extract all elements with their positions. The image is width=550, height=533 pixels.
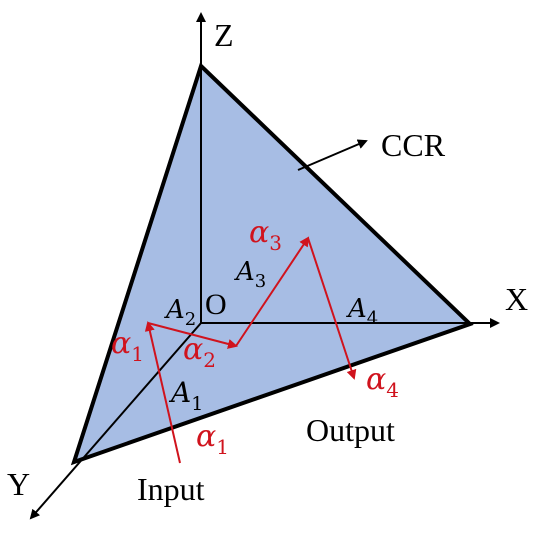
ccr-label: CCR xyxy=(381,127,446,163)
y-axis-label: Y xyxy=(7,466,30,502)
ccr-face xyxy=(70,62,474,466)
ray-a2-to-bottom xyxy=(147,322,238,349)
origin-label: O xyxy=(205,288,227,321)
ray-bottom-to-a3 xyxy=(235,236,310,347)
light-path xyxy=(144,236,357,464)
alpha2-label: α2 xyxy=(183,332,216,372)
alpha1-input-label: α1 xyxy=(196,419,229,459)
point-a1-label: A1 xyxy=(168,376,203,415)
z-axis-label: Z xyxy=(214,17,234,53)
input-label: Input xyxy=(137,471,205,507)
x-axis-label: X xyxy=(505,281,528,317)
ccr-pointer-arrow xyxy=(297,139,368,171)
alpha1-label: α1 xyxy=(111,326,144,366)
point-a4-label: A4 xyxy=(346,294,378,329)
ray-output xyxy=(307,237,357,380)
point-a3-label: A3 xyxy=(234,257,266,292)
alpha4-label: α4 xyxy=(366,362,399,402)
alpha3-label: α3 xyxy=(249,215,282,255)
y-axis xyxy=(29,322,202,520)
point-a2-label: A2 xyxy=(164,295,196,330)
output-label: Output xyxy=(306,412,395,448)
ray-input xyxy=(144,321,181,464)
